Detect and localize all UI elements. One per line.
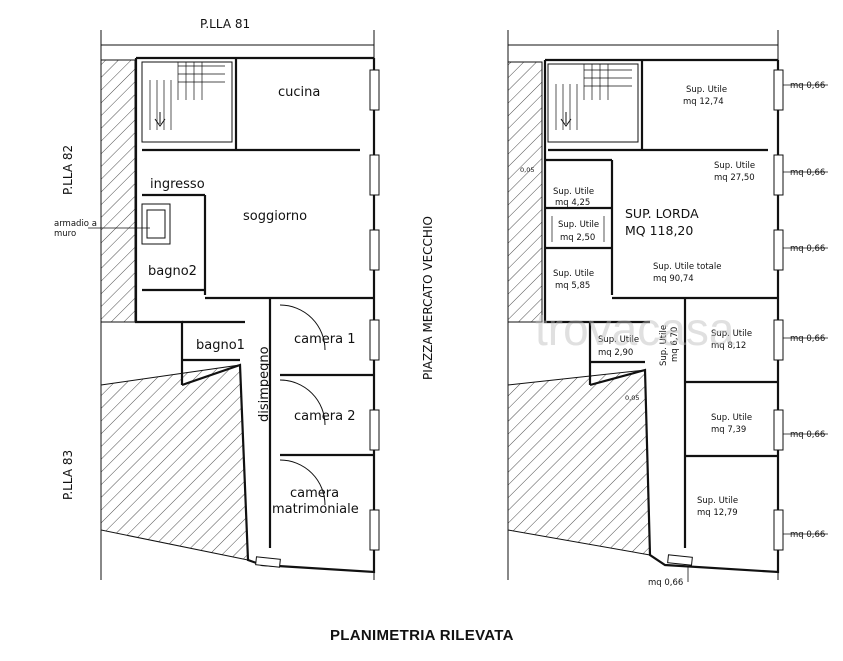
room-label-ingresso: ingresso <box>150 177 205 192</box>
dim-small-1: 0,05 <box>520 166 534 174</box>
area-disimpegno-label: Sup. Utile <box>659 325 669 366</box>
area-soggiorno-label: Sup. Utile <box>714 161 755 171</box>
area-disimpegno-value: mq 6,70 <box>670 327 680 362</box>
room-label-soggiorno: soggiorno <box>243 209 307 224</box>
window-area-4: mq 0,66 <box>790 334 825 344</box>
hatched-strip-right <box>507 61 543 323</box>
window-area-2: mq 0,66 <box>790 168 825 178</box>
room-label-disimpegno: disimpegno <box>257 346 272 422</box>
window-area-6: mq 0,66 <box>790 530 825 540</box>
wardrobe-note-line2: muro <box>54 229 76 239</box>
room-label-bagno2: bagno2 <box>148 264 197 279</box>
drawing-title: PLANIMETRIA RILEVATA <box>330 627 514 644</box>
right-plan: Sup. Utile mq 12,74 Sup. Utile mq 27,50 … <box>507 30 828 588</box>
area-cucina-label: Sup. Utile <box>686 85 727 95</box>
area-wardrobe-label: Sup. Utile <box>558 220 599 230</box>
area-ingresso-value: mq 4,25 <box>555 198 590 208</box>
parcel-83-label: P.LLA 83 <box>61 450 75 500</box>
window-area-1: mq 0,66 <box>790 81 825 91</box>
area-camera1-label: Sup. Utile <box>711 329 752 339</box>
parcel-81-label: P.LLA 81 <box>200 17 250 31</box>
parcel-82-label: P.LLA 82 <box>61 145 75 195</box>
area-soggiorno-value: mq 27,50 <box>714 173 755 183</box>
wardrobe-note-line1: armadio a <box>54 219 97 229</box>
area-camera2-value: mq 7,39 <box>711 425 746 435</box>
watermark: trovacasa <box>535 303 735 355</box>
gross-area-value: MQ 118,20 <box>625 223 693 238</box>
left-plan: P.LLA 81 P.LLA 82 P.LLA 83 PIAZZA MERCAT… <box>54 17 435 580</box>
room-label-bagno1: bagno1 <box>196 338 245 353</box>
area-cucina-value: mq 12,74 <box>683 97 724 107</box>
area-camera-matrimoniale-value: mq 12,79 <box>697 508 738 518</box>
area-wardrobe-value: mq 2,50 <box>560 233 595 243</box>
hatched-area-left-bottom <box>100 364 249 561</box>
room-label-camera-matrimoniale-1: camera <box>290 486 339 501</box>
gross-area-label: SUP. LORDA <box>625 206 699 221</box>
total-utile-label: Sup. Utile totale <box>653 262 721 272</box>
area-bagno1-value: mq 2,90 <box>598 348 633 358</box>
area-camera1-value: mq 8,12 <box>711 341 746 351</box>
area-camera-matrimoniale-label: Sup. Utile <box>697 496 738 506</box>
street-label: PIAZZA MERCATO VECCHIO <box>421 216 435 380</box>
window-area-3: mq 0,66 <box>790 244 825 254</box>
area-bagno2-label: Sup. Utile <box>553 269 594 279</box>
room-label-cucina: cucina <box>278 85 320 100</box>
area-ingresso-label: Sup. Utile <box>553 187 594 197</box>
window-area-5: mq 0,66 <box>790 430 825 440</box>
room-label-camera-matrimoniale-2: matrimoniale <box>272 502 359 517</box>
window-area-bottom: mq 0,66 <box>648 578 683 588</box>
area-bagno1-label: Sup. Utile <box>598 335 639 345</box>
total-utile-value: mq 90,74 <box>653 274 694 284</box>
hatched-strip-left <box>100 59 136 323</box>
dim-small-2: 0,05 <box>625 394 639 402</box>
room-label-camera1: camera 1 <box>294 332 356 347</box>
area-camera2-label: Sup. Utile <box>711 413 752 423</box>
room-label-camera2: camera 2 <box>294 409 356 424</box>
area-bagno2-value: mq 5,85 <box>555 281 590 291</box>
